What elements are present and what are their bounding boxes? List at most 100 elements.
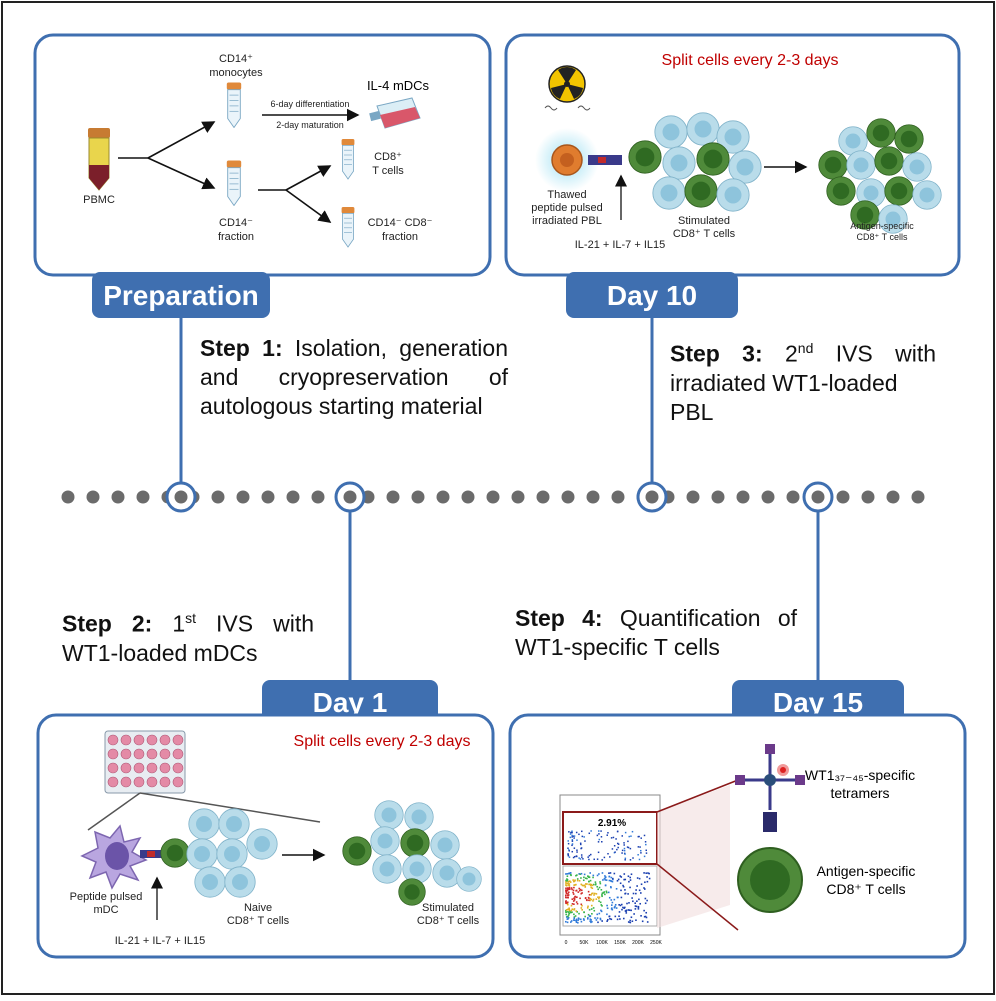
tab-day15-label: Day 15 — [773, 687, 863, 718]
step1-text: Step 1: Isolation, generation and cryopr… — [200, 334, 508, 421]
stimulated-label-1: Stimulated — [678, 215, 730, 227]
tetramer-label-1: WT1₃₇₋₄₅-specific — [805, 767, 915, 783]
timeline-dot — [861, 490, 875, 504]
day1-split-text: Split cells every 2-3 days — [294, 733, 471, 750]
timeline-dot — [486, 490, 500, 504]
x-tick-label: 50K — [580, 940, 590, 946]
flask-icon — [369, 97, 421, 129]
monocytes-label: monocytes — [209, 67, 263, 79]
timeline-dot — [761, 490, 775, 504]
x-tick-label: 0 — [565, 940, 568, 946]
radiation-icon — [544, 65, 591, 111]
step4-text: Step 4: Quantification of WT1-specific T… — [515, 604, 797, 662]
antigen-specific-label-2: CD8⁺ T cells — [857, 232, 908, 242]
differentiation-label: 6-day differentiation — [271, 99, 350, 109]
step2-rest1: IVS with — [216, 610, 315, 637]
timeline-marker-dot — [343, 490, 357, 504]
dendritic-cell-icon — [80, 824, 148, 890]
preparation-panel: PBMC CD14⁺ monocytes 6-day differentiati… — [33, 33, 492, 277]
fraction2-label: fraction — [382, 231, 418, 243]
arrow-to-cd14cd8neg — [285, 189, 332, 223]
timeline-dot — [286, 490, 300, 504]
timeline-dot — [236, 490, 250, 504]
timeline-dot — [686, 490, 700, 504]
cd14plus-label: CD14⁺ — [219, 53, 253, 65]
timeline-dot — [786, 490, 800, 504]
day15-ag-label-1: Antigen-specific — [817, 863, 916, 879]
step2-ord: 1 — [172, 610, 186, 637]
cd14neg-tube-icon — [226, 160, 242, 206]
day1-stimulated-label-1: Stimulated — [422, 902, 474, 914]
step2-ord-sup: st — [185, 610, 197, 626]
fraction-label: fraction — [218, 231, 254, 243]
timeline — [61, 481, 925, 513]
mdc-label-1: Peptide pulsed — [70, 891, 143, 903]
timeline-dot — [911, 490, 925, 504]
cd14neg-label: CD14⁻ — [219, 217, 253, 229]
step1-line2: and cryopreservation of — [200, 364, 508, 390]
arrow-to-monocytes — [147, 121, 216, 159]
monocyte-tube-icon — [226, 82, 242, 128]
step4-label: Step 4: — [515, 605, 603, 631]
timeline-dot — [511, 490, 525, 504]
naive-label-2: CD8⁺ T cells — [227, 915, 290, 927]
timeline-dot — [836, 490, 850, 504]
arrow-to-cd8 — [285, 165, 332, 191]
timeline-dot — [61, 490, 75, 504]
timeline-dot — [86, 490, 100, 504]
timeline-dot — [711, 490, 725, 504]
cd8-tube-icon — [341, 138, 355, 180]
stimulated-label-2: CD8⁺ T cells — [673, 228, 736, 240]
x-tick-label: 150K — [614, 940, 626, 946]
step1-line3: autologous starting material — [200, 393, 483, 419]
thawed-label-1: Thawed — [547, 189, 586, 201]
x-tick-label: 200K — [632, 940, 644, 946]
timeline-dot — [436, 490, 450, 504]
timeline-marker-dot — [174, 490, 188, 504]
step3-ord-sup: nd — [797, 340, 814, 356]
thawed-label-2: peptide pulsed — [531, 202, 603, 214]
timeline-dot — [536, 490, 550, 504]
timeline-dot — [136, 490, 150, 504]
step2-text: Step 2: 1st IVS with WT1-loaded mDCs — [62, 604, 314, 668]
step3-label: Step 3: — [670, 340, 763, 367]
step3-line2: irradiated WT1-loaded — [670, 369, 898, 396]
x-tick-label: 250K — [650, 940, 662, 946]
cd14cd8neg-label: CD14⁻ CD8⁻ — [368, 217, 433, 229]
arrow-to-cd14neg — [147, 157, 216, 190]
thawed-label-3: irradiated PBL — [532, 215, 602, 227]
flow-dots — [565, 830, 651, 924]
timeline-dot — [586, 490, 600, 504]
step2-label: Step 2: — [62, 610, 153, 637]
il4-mdcs-label: IL-4 mDCs — [367, 78, 430, 93]
cd14cd8neg-tube-icon — [341, 206, 355, 248]
maturation-label: 2-day maturation — [276, 120, 344, 130]
pbmc-label: PBMC — [83, 194, 115, 206]
step1-line1: Isolation, generation — [294, 335, 508, 361]
day15-ag-label-2: CD8⁺ T cells — [826, 881, 905, 897]
day10-cytokines-label: IL-21 + IL-7 + IL15 — [575, 239, 666, 251]
timeline-dot — [386, 490, 400, 504]
tab-day10-label: Day 10 — [607, 280, 697, 311]
tetramer-label-2: tetramers — [830, 785, 889, 801]
timeline-dot — [561, 490, 575, 504]
day10-split-text: Split cells every 2-3 days — [662, 52, 839, 69]
step3-ord: 2 — [784, 340, 798, 367]
antigen-specific-label-1: Antigen-specific — [850, 221, 914, 231]
tetramer-icon — [735, 744, 805, 832]
timeline-dot — [461, 490, 475, 504]
mdc-label-2: mDC — [93, 904, 118, 916]
timeline-dot — [111, 490, 125, 504]
percent-label: 2.91% — [598, 818, 626, 829]
step1-label: Step 1: — [200, 335, 283, 361]
well-plate-icon — [104, 730, 186, 794]
timeline-dot — [736, 490, 750, 504]
step3-rest1: IVS with — [835, 340, 937, 367]
step2-line2: WT1-loaded mDCs — [62, 639, 258, 666]
zoom-wedge — [657, 785, 730, 928]
step3-text: Step 3: 2nd IVS with irradiated WT1-load… — [670, 334, 936, 427]
timeline-dot — [611, 490, 625, 504]
